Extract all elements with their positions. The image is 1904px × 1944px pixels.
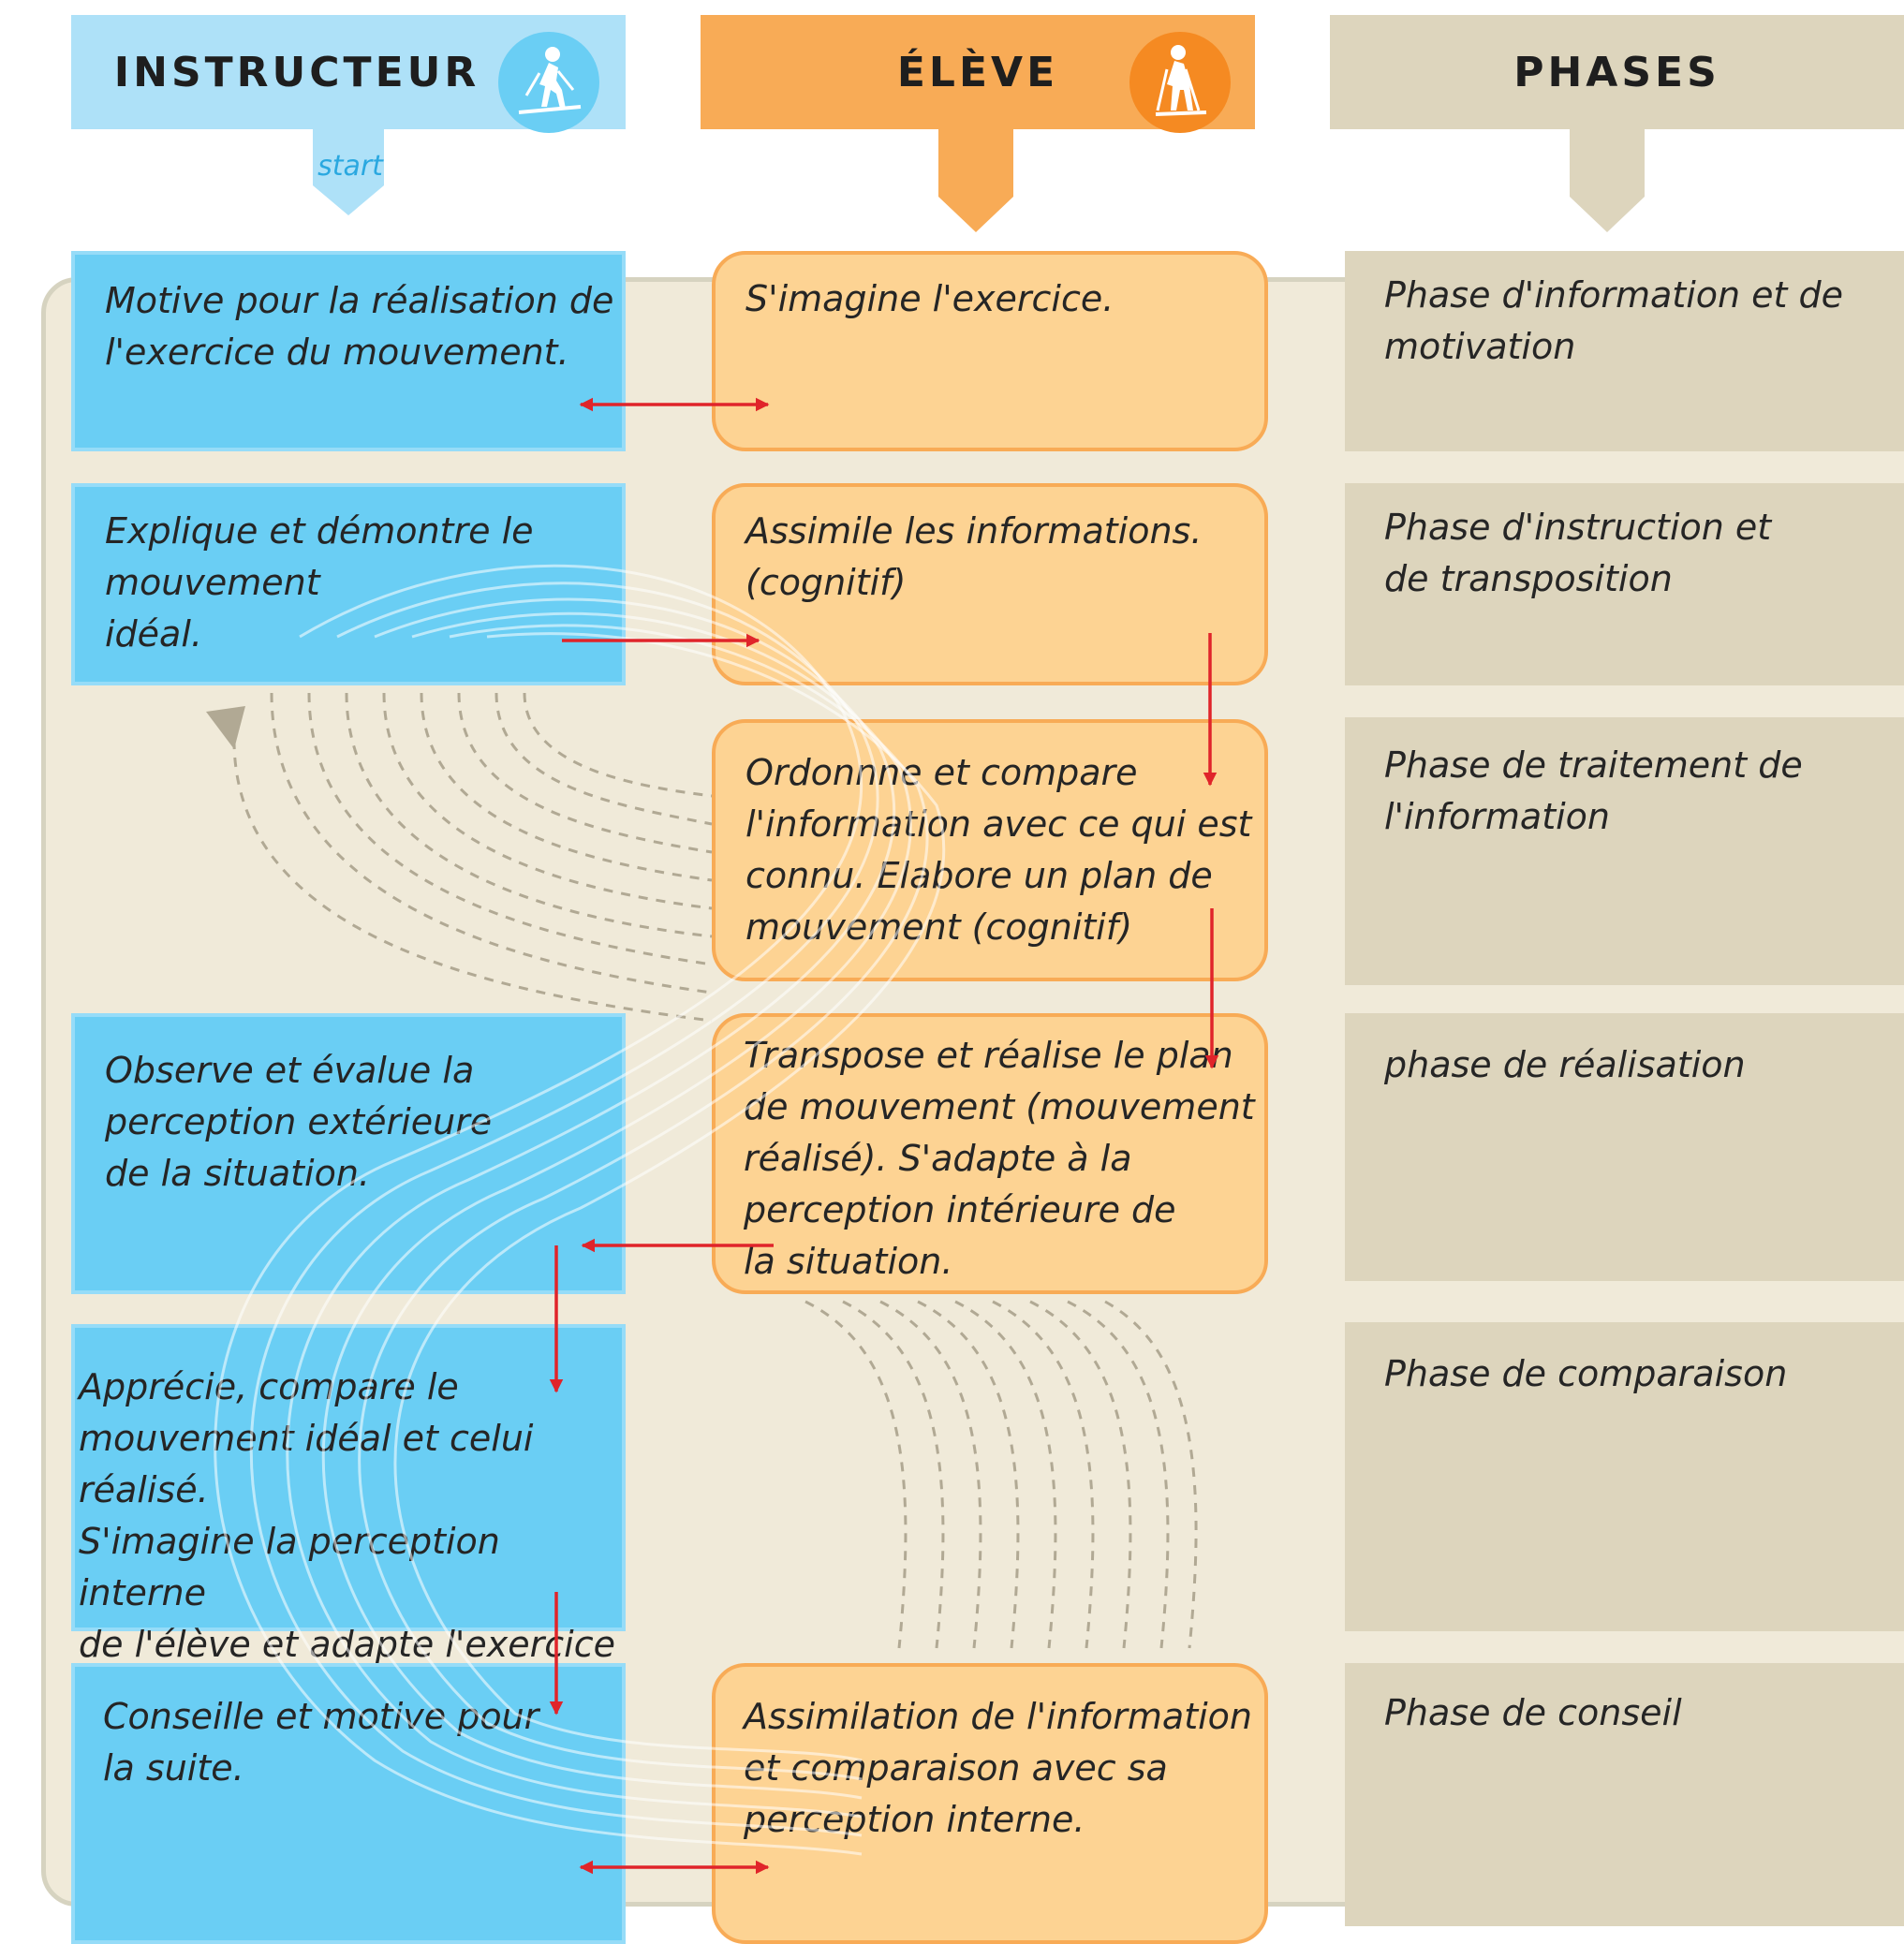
phases-title: PHASES <box>1513 48 1720 96</box>
phases-pointer <box>1570 129 1645 232</box>
instructor-step-1: Motive pour la réalisation de l'exercice… <box>71 251 626 451</box>
instructor-step-5: Conseille et motive pour la suite. <box>71 1663 626 1944</box>
phase-3: Phase de traitement de l'information <box>1345 717 1904 985</box>
student-step-4-text: Transpose et réalise le plan de mouvemen… <box>744 1035 1255 1282</box>
instructor-step-3-text: Observe et évalue la perception extérieu… <box>105 1050 493 1194</box>
instructor-step-4: Apprécie, compare le mouvement idéal et … <box>71 1324 626 1768</box>
phase-6: Phase de conseil <box>1345 1663 1904 1926</box>
skier-poles-icon <box>1129 32 1231 133</box>
instructor-step-2: Explique et démontre le mouvement idéal. <box>71 483 626 685</box>
start-label: start <box>317 150 383 183</box>
student-step-3-text: Ordonnne et compare l'information avec c… <box>745 752 1252 948</box>
student-step-2-text: Assimile les informations. (cognitif) <box>745 510 1203 603</box>
student-header: ÉLÈVE <box>701 15 1255 133</box>
student-step-2: Assimile les informations. (cognitif) <box>712 483 1268 685</box>
phase-5: Phase de comparaison <box>1345 1322 1904 1631</box>
phases-header: PHASES <box>1330 15 1904 129</box>
instructor-pointer <box>313 129 384 215</box>
phase-4-text: phase de réalisation <box>1384 1044 1746 1085</box>
phase-1-text: Phase d'information et de motivation <box>1384 274 1844 367</box>
phase-6-text: Phase de conseil <box>1384 1692 1682 1733</box>
student-step-4: Transpose et réalise le plan de mouvemen… <box>712 1013 1268 1294</box>
phase-4: phase de réalisation <box>1345 1013 1904 1281</box>
phase-2: Phase d'instruction et de transposition <box>1345 483 1904 685</box>
student-title: ÉLÈVE <box>896 48 1059 96</box>
instructor-step-5-text: Conseille et motive pour la suite. <box>103 1696 539 1789</box>
skier-icon <box>498 32 599 133</box>
student-pointer <box>938 129 1013 232</box>
phase-2-text: Phase d'instruction et de transposition <box>1384 507 1772 599</box>
instructor-header: INSTRUCTEUR <box>71 15 626 133</box>
student-step-5-text: Assimilation de l'information et compara… <box>744 1696 1253 1840</box>
student-step-1-text: S'imagine l'exercice. <box>745 278 1114 319</box>
student-step-5: Assimilation de l'information et compara… <box>712 1663 1268 1944</box>
instructor-step-2-text: Explique et démontre le mouvement idéal. <box>105 510 534 655</box>
student-step-1: S'imagine l'exercice. <box>712 251 1268 451</box>
phase-1: Phase d'information et de motivation <box>1345 251 1904 451</box>
phase-3-text: Phase de traitement de l'information <box>1384 744 1803 837</box>
student-step-3: Ordonnne et compare l'information avec c… <box>712 719 1268 981</box>
instructor-step-1-text: Motive pour la réalisation de l'exercice… <box>105 280 614 373</box>
instructor-step-3: Observe et évalue la perception extérieu… <box>71 1013 626 1294</box>
instructor-title: INSTRUCTEUR <box>113 48 480 96</box>
phase-5-text: Phase de comparaison <box>1384 1353 1788 1394</box>
